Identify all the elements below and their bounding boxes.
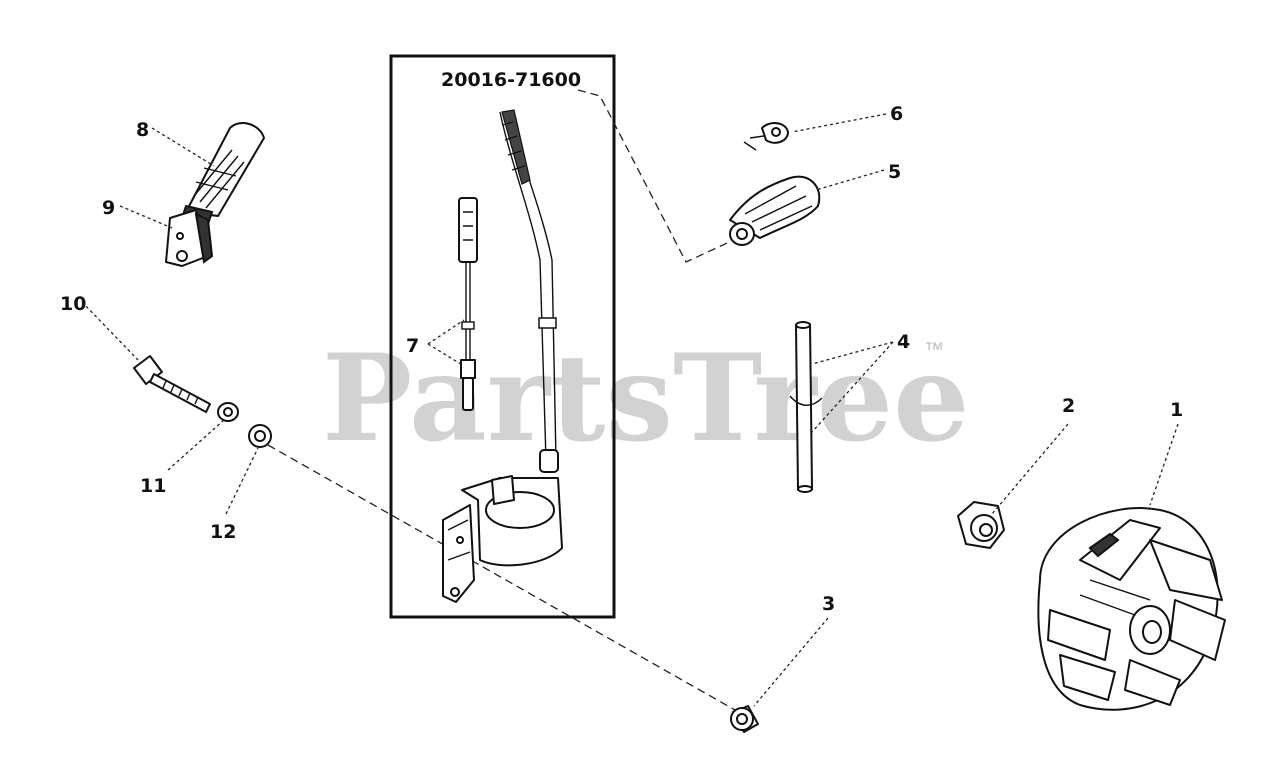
spacer-part [730, 705, 759, 733]
flange-nut-part [957, 501, 1005, 549]
leader-9 [119, 205, 173, 229]
callout-8: 8 [136, 119, 149, 141]
watermark-trademark: ™ [924, 339, 944, 361]
assembly-line-12-3 [267, 444, 736, 711]
watermark-text: PartsTree [322, 328, 969, 469]
flywheel-part [1037, 507, 1226, 711]
lock-washer-part [217, 402, 239, 422]
spark-plug-boot-part [180, 122, 265, 226]
kit-part-number: 20016-71600 [441, 69, 581, 91]
leader-10 [81, 301, 139, 361]
bolt-part [133, 355, 211, 413]
leader-2 [991, 423, 1069, 515]
callout-5: 5 [888, 161, 901, 183]
callout-12: 12 [210, 521, 236, 543]
washer-part [248, 424, 272, 448]
leader-11 [167, 419, 225, 471]
leader-8 [151, 127, 215, 167]
spark-plug-terminal-part [165, 209, 214, 267]
callout-3: 3 [822, 593, 835, 615]
leader-7b [427, 343, 465, 367]
leader-1 [1149, 423, 1179, 506]
leader-3 [753, 617, 829, 707]
clip-part [743, 122, 789, 151]
tube-part [789, 321, 823, 493]
callout-4: 4 [897, 331, 910, 353]
connector-wire-part [458, 197, 478, 411]
grommet-part [729, 175, 821, 246]
callout-1: 1 [1170, 399, 1183, 421]
kit-leader-line [577, 89, 739, 263]
callout-7: 7 [406, 335, 419, 357]
callout-6: 6 [890, 103, 903, 125]
leader-4b [811, 341, 894, 433]
leader-12 [225, 447, 259, 515]
leader-5 [815, 169, 885, 191]
callout-2: 2 [1062, 395, 1075, 417]
callout-11: 11 [140, 475, 166, 497]
callout-10: 10 [60, 293, 86, 315]
kit-box [389, 54, 616, 619]
leader-6 [791, 113, 887, 133]
leader-7a [427, 319, 465, 345]
ignition-coil-part [442, 109, 563, 603]
leader-4a [811, 341, 894, 365]
callout-9: 9 [102, 197, 115, 219]
